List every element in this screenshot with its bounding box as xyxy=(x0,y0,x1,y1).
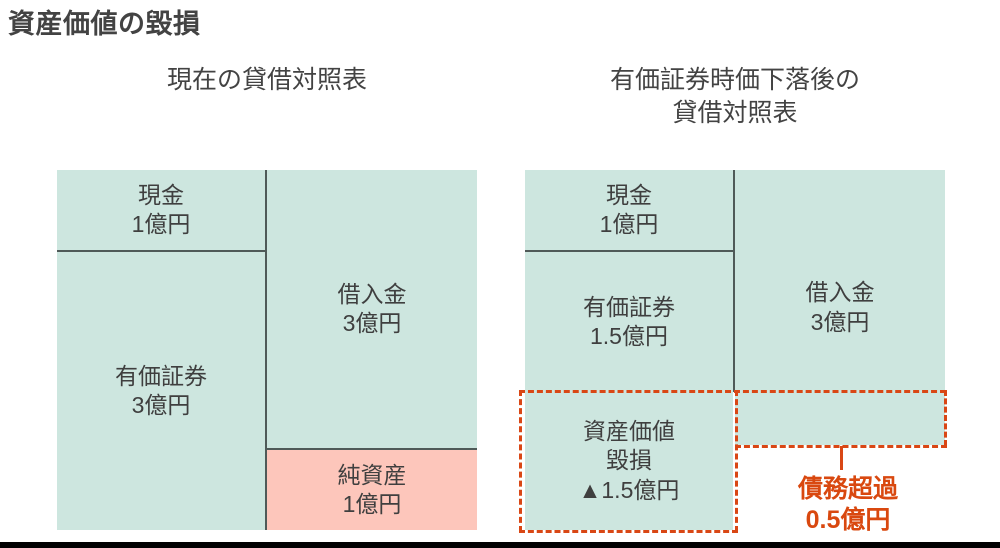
cell-asset-impairment-after-amount: ▲1.5億円 xyxy=(578,476,680,503)
cell-equity-current-amount: 1億円 xyxy=(342,491,402,517)
cell-borrowings-after-amount: 3億円 xyxy=(810,308,870,335)
cell-securities-current-label: 有価証券 xyxy=(115,362,207,389)
balance-sheet-current: 現金 1億円 有価証券 3億円 借入金 3億円 純資産 1億円 xyxy=(57,170,477,530)
bottom-bar xyxy=(0,542,1000,548)
shortfall-callout-amount: 0.5億円 xyxy=(805,506,891,535)
cell-securities-current-amount: 3億円 xyxy=(131,392,191,418)
cell-securities-after: 有価証券 1.5億円 xyxy=(525,252,733,392)
shortfall-leader-line xyxy=(840,446,843,470)
panel-heading-after-line2: 貸借対照表 xyxy=(672,98,798,127)
shortfall-dash-top xyxy=(519,390,946,393)
cell-asset-impairment-after-label1: 資産価値 xyxy=(583,417,675,444)
cell-cash-current: 現金 1億円 xyxy=(57,170,265,250)
cell-cash-current-amount: 1億円 xyxy=(131,211,191,237)
cell-securities-after-label: 有価証券 xyxy=(583,293,675,320)
shortfall-dash-right xyxy=(944,390,947,446)
cell-asset-impairment-after-label2: 毀損 xyxy=(606,447,652,474)
cell-equity-current-label: 純資産 xyxy=(337,461,407,488)
panel-heading-current-text: 現在の貸借対照表 xyxy=(166,66,367,94)
separator-assets-current xyxy=(57,250,265,252)
cell-cash-after-label: 現金 xyxy=(606,181,652,208)
cell-securities-current: 有価証券 3億円 xyxy=(57,252,265,530)
cell-borrowings-current-amount: 3億円 xyxy=(342,310,402,336)
panel-heading-after-line1: 有価証券時価下落後の xyxy=(609,66,860,94)
cell-equity-current: 純資産 1億円 xyxy=(267,450,477,530)
cell-cash-after-amount: 1億円 xyxy=(599,211,659,237)
cell-borrowings-current-label: 借入金 xyxy=(337,280,407,307)
separator-vertical-after xyxy=(733,170,735,392)
page-title: 資産価値の毀損 xyxy=(8,9,201,39)
balance-sheet-after: 現金 1億円 有価証券 1.5億円 資産価値 毀損 ▲1.5億円 借入金 3億円 xyxy=(525,170,945,530)
shortfall-dash-bottom-left xyxy=(519,530,738,533)
shortfall-dash-left xyxy=(519,390,522,532)
separator-assets-after xyxy=(525,250,733,252)
cell-borrowings-current: 借入金 3億円 xyxy=(267,170,477,448)
cell-borrowings-after-label: 借入金 xyxy=(805,279,875,306)
separator-vertical-current xyxy=(265,170,267,530)
cell-asset-impairment-after: 資産価値 毀損 ▲1.5億円 xyxy=(525,392,733,530)
separator-liabilities-current xyxy=(265,448,477,450)
panel-heading-current: 現在の貸借対照表 xyxy=(57,64,477,97)
cell-borrowings-after: 借入金 3億円 xyxy=(735,170,945,445)
cell-cash-after: 現金 1億円 xyxy=(525,170,733,250)
cell-securities-after-amount: 1.5億円 xyxy=(590,323,668,349)
shortfall-callout-label: 債務超過 xyxy=(797,475,898,503)
cell-cash-current-label: 現金 xyxy=(138,181,184,208)
panel-heading-after: 有価証券時価下落後の 貸借対照表 xyxy=(525,64,945,129)
shortfall-callout: 債務超過 0.5億円 xyxy=(748,474,948,537)
shortfall-dash-mid xyxy=(735,390,738,532)
